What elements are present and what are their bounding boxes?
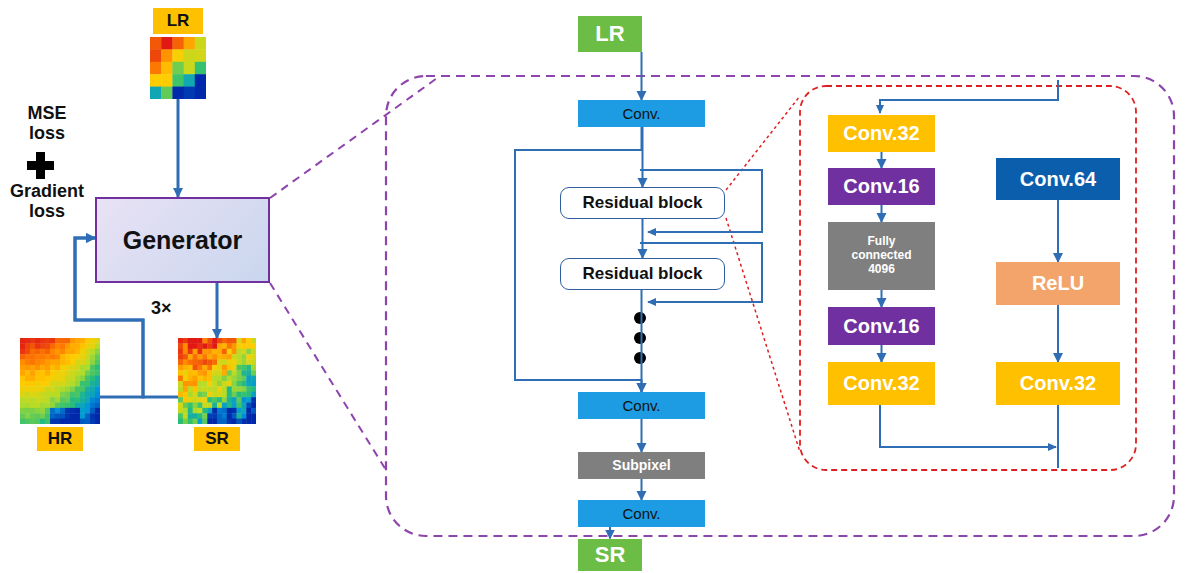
output-line (1057, 405, 1059, 468)
generator-detail-region (386, 76, 1174, 536)
merge-line (880, 405, 1056, 447)
conv-layer: Conv.16 (828, 307, 935, 345)
node-text: Fully connected 4096 (846, 235, 918, 276)
sr-image: SR (178, 338, 256, 451)
field-heatmap (20, 338, 100, 424)
conv-layer: Conv. (578, 392, 705, 419)
conv-layer: Conv. (578, 100, 705, 127)
node-text: Conv. (622, 505, 660, 522)
field-heatmap (178, 338, 256, 424)
input-box: LR (578, 16, 642, 52)
fully-connected-layer: Fully connected 4096 (828, 222, 935, 290)
node-text: Conv.32 (843, 372, 919, 395)
loss-label: Gradient loss (4, 182, 90, 222)
residual-block: Residual block (560, 187, 725, 219)
zoom-line (270, 76, 440, 198)
zoom-line (270, 283, 386, 470)
residual-detail-region (800, 86, 1136, 470)
node-text: Conv. (622, 105, 660, 122)
connector (1057, 305, 1059, 362)
residual-block: Residual block (560, 258, 725, 290)
conv-layer: Conv.16 (828, 168, 935, 205)
node-text: Conv.32 (1020, 372, 1096, 395)
conv-layer: Conv.64 (996, 158, 1120, 200)
node-text: Generator (123, 226, 242, 255)
node-text: Conv.16 (843, 315, 919, 338)
image-tag: LR (153, 8, 203, 34)
ellipsis-dot (634, 312, 646, 324)
ellipsis-dot (634, 352, 646, 364)
conv-layer: Conv.32 (828, 362, 935, 405)
connector (641, 290, 643, 392)
connector (881, 290, 883, 307)
connector (216, 283, 219, 338)
connector (881, 345, 883, 362)
conv-layer: Conv.32 (828, 115, 935, 152)
image-tag: SR (194, 427, 240, 451)
image-tag: HR (37, 427, 83, 451)
connector (881, 205, 883, 222)
node-text: LR (595, 21, 624, 46)
connector (641, 479, 643, 500)
plus-symbol (27, 152, 54, 179)
node-text: ReLU (1032, 272, 1084, 295)
hr-image: HR (20, 338, 100, 451)
output-box: SR (578, 539, 642, 571)
connector (641, 52, 643, 100)
image-label: SR (205, 429, 229, 449)
connector (609, 527, 611, 539)
image-label: HR (48, 429, 73, 449)
edge-label: 3× (149, 299, 174, 319)
ellipsis-dot (634, 332, 646, 344)
connector (1057, 200, 1059, 262)
loss-label: MSE loss (8, 104, 86, 144)
connector (177, 99, 180, 197)
connector (881, 152, 883, 168)
conv-layer: Conv.32 (996, 362, 1120, 405)
node-text: Conv.16 (843, 175, 919, 198)
node-text: SR (595, 542, 626, 567)
generator-box: Generator (95, 197, 270, 283)
relu-layer: ReLU (996, 262, 1120, 305)
node-text: Conv. (622, 397, 660, 414)
node-text: Subpixel (612, 457, 670, 473)
subpixel-layer: Subpixel (578, 452, 705, 479)
conv-layer: Conv. (578, 500, 705, 527)
node-text: Residual block (583, 193, 703, 213)
field-heatmap (150, 37, 206, 99)
image-label: LR (167, 11, 190, 31)
node-text: Conv.64 (1020, 168, 1096, 191)
connector (642, 219, 644, 258)
input-split-line (880, 80, 1058, 113)
lr-input-image: LR (150, 8, 206, 99)
node-text: Residual block (583, 264, 703, 284)
connector (641, 419, 643, 452)
node-text: Conv.32 (843, 122, 919, 145)
